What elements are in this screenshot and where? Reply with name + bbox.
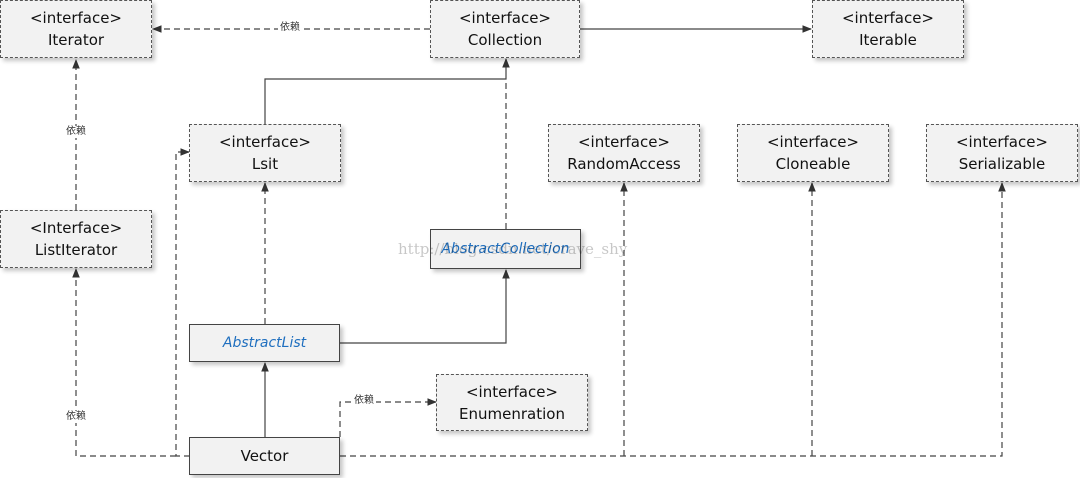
- edge-abstractlist-abstractcollection: [340, 269, 510, 344]
- class-name: Enumenration: [459, 404, 565, 423]
- class-name: Collection: [467, 31, 543, 49]
- class-name: AbstractList: [222, 335, 307, 351]
- class-name: RandomAccess: [567, 155, 681, 173]
- edge-vector-enumeration: [339, 398, 437, 437]
- label-dependency-vector-enumeration: 依赖: [352, 395, 376, 407]
- edge-vector-lsit: [175, 148, 190, 457]
- edge-lsit-collection: [264, 58, 510, 124]
- stereotype: <interface>: [218, 133, 312, 151]
- class-name: Vector: [240, 447, 289, 465]
- class-name: ListIterator: [34, 241, 118, 259]
- stereotype: <interface>: [29, 9, 123, 27]
- label-dependency-collection-iterator: 依赖: [278, 22, 302, 34]
- class-name: Lsit: [251, 155, 279, 173]
- stereotype: <interface>: [577, 133, 671, 151]
- node-abstractlist: AbstractList: [189, 324, 340, 362]
- label-dependency-listiterator-iterator: 依赖: [64, 126, 88, 138]
- node-vector: Vector: [189, 437, 340, 475]
- stereotype: <Interface>: [29, 219, 123, 237]
- node-iterator: <interface> Iterator: [0, 0, 152, 58]
- stereotype: <interface>: [766, 133, 860, 151]
- class-name: Iterable: [859, 31, 917, 49]
- watermark: http://blog.csdn.net/crave_shy: [398, 240, 628, 258]
- node-iterable: <interface> Iterable: [812, 0, 964, 58]
- class-name: AbstractCollection: [441, 241, 570, 257]
- label-dependency-vector-listiterator: 依赖: [64, 411, 88, 423]
- stereotype: <interface>: [465, 382, 559, 401]
- edge-vector-serializable: [340, 182, 1006, 457]
- edge-vector-listiterator: [72, 268, 176, 457]
- class-name: Iterator: [47, 31, 105, 49]
- node-randomaccess: <interface> RandomAccess: [548, 124, 700, 182]
- class-name: Serializable: [958, 155, 1046, 173]
- stereotype: <interface>: [458, 9, 552, 27]
- stereotype: <interface>: [955, 133, 1049, 151]
- node-lsit: <interface> Lsit: [189, 124, 341, 182]
- node-cloneable: <interface> Cloneable: [737, 124, 889, 182]
- class-name: Cloneable: [775, 155, 851, 173]
- stereotype: <interface>: [841, 9, 935, 27]
- node-listiterator: <Interface> ListIterator: [0, 210, 152, 268]
- node-abstractcollection: AbstractCollection: [430, 229, 581, 269]
- node-collection: <interface> Collection: [430, 0, 580, 58]
- node-serializable: <interface> Serializable: [926, 124, 1078, 182]
- node-enumeration: <interface> Enumenration: [436, 374, 588, 431]
